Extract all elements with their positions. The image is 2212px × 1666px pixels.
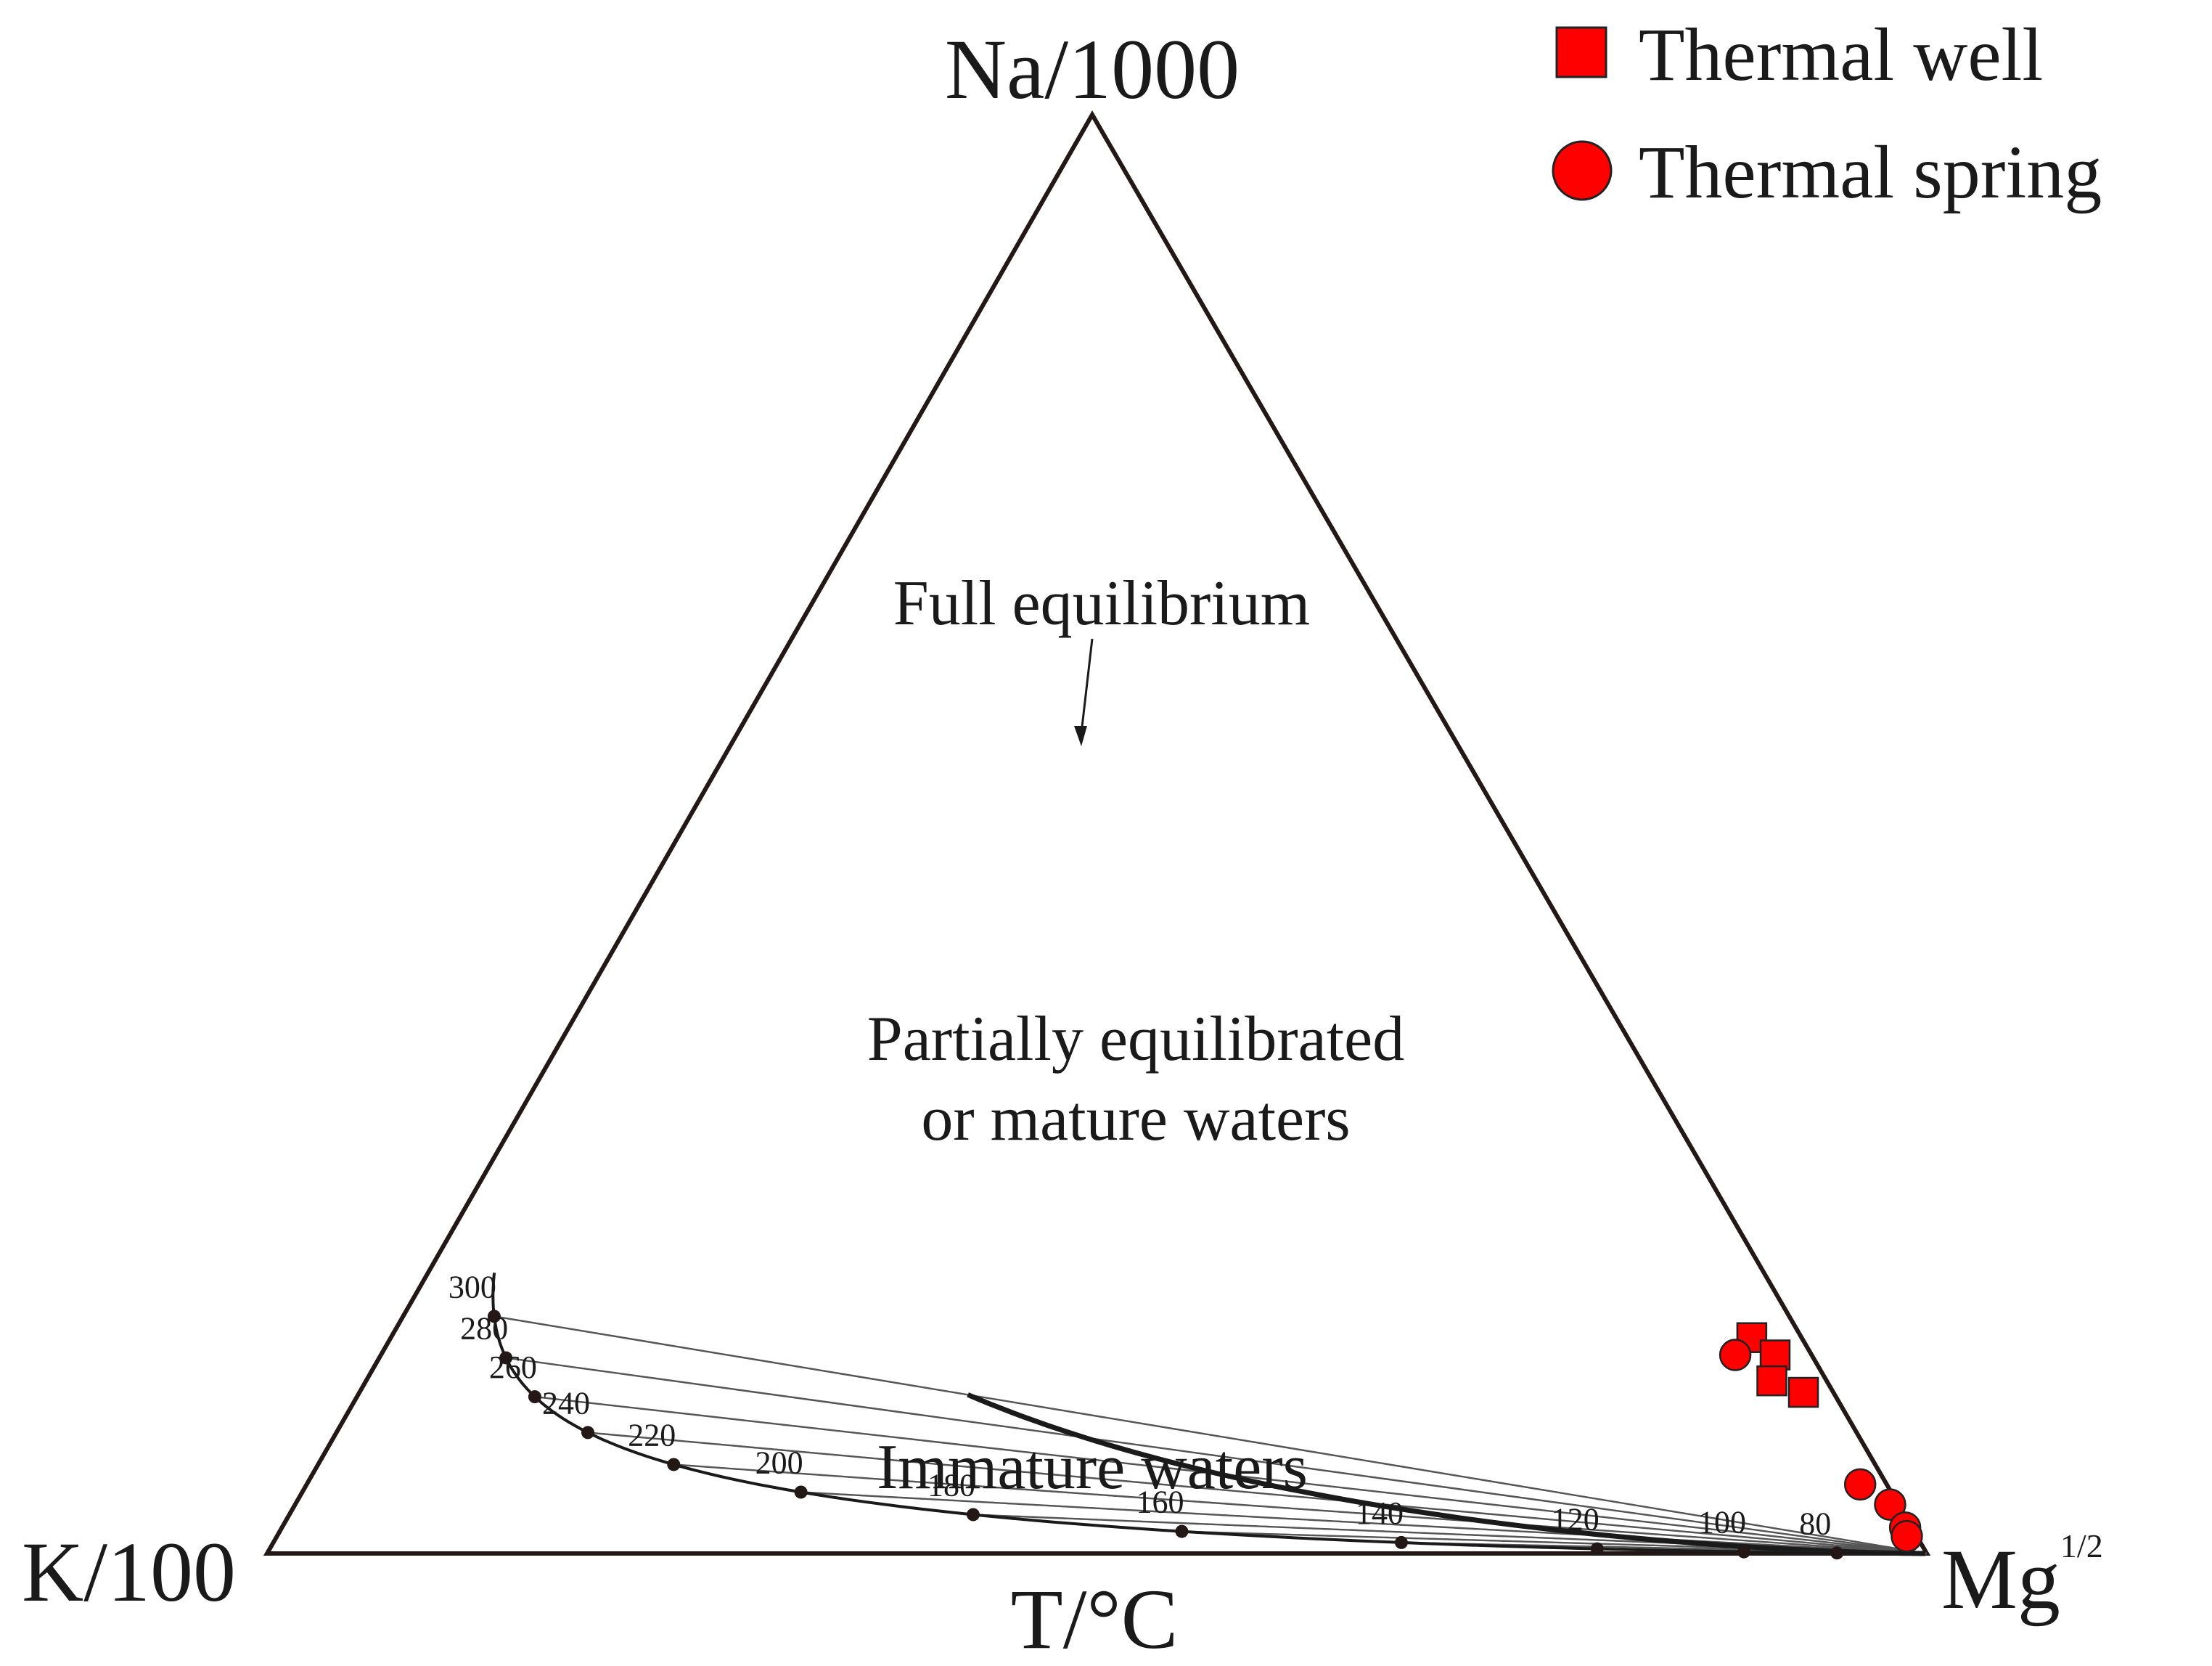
temperature-label: 200 [755, 1445, 803, 1480]
thermal-spring-point [1891, 1519, 1923, 1553]
thermal-spring-point [1874, 1488, 1906, 1521]
isotherm-solid-line [673, 1463, 1928, 1555]
legend-marker-thermal-well [1555, 26, 1607, 78]
region-label-partially-equilibrated: Partially equilibrated [867, 1004, 1404, 1074]
temperature-label: 300 [448, 1269, 496, 1304]
legend-label-thermal-well: Thermal well [1639, 13, 2043, 97]
full-equilibrium-arrowhead [1074, 726, 1087, 746]
temperature-point [1737, 1545, 1750, 1559]
temperature-point [528, 1390, 541, 1404]
vertex-label-mg-superscript: 1/2 [2060, 1527, 2103, 1564]
temperature-label: 120 [1552, 1502, 1599, 1538]
temperature-label: 280 [460, 1310, 508, 1346]
temperature-label: 240 [542, 1385, 590, 1421]
vertex-label-k: K/100 [22, 1524, 236, 1620]
thermal-spring-point [1843, 1468, 1877, 1501]
vertex-label-na: Na/1000 [945, 22, 1240, 117]
temperature-point [794, 1485, 808, 1499]
immature-boundary-curve [967, 1392, 1925, 1556]
temperature-point [1175, 1524, 1189, 1538]
ternary-frame [263, 110, 1931, 1556]
temperature-point [581, 1426, 595, 1440]
data-points [1719, 1322, 1923, 1553]
thermal-well-point [1756, 1365, 1787, 1397]
temperature-point [966, 1508, 980, 1522]
region-label-immature-waters: Immature waters [877, 1432, 1308, 1503]
temperature-point [667, 1458, 681, 1471]
temperature-label: 140 [1356, 1495, 1404, 1531]
temperature-point [1830, 1546, 1844, 1560]
vertex-label-mg: Mg1/2 [1941, 1527, 2103, 1627]
full-equilibrium-arrow [1080, 638, 1094, 734]
temperature-label: 80 [1799, 1506, 1831, 1541]
temperature-point [1590, 1542, 1604, 1556]
region-label-mature-waters: or mature waters [921, 1084, 1350, 1154]
temperature-label: 220 [628, 1417, 676, 1453]
isotherm-solid-line [493, 1315, 1928, 1555]
thermal-well-point [1787, 1376, 1819, 1408]
thermal-well-point [1759, 1339, 1791, 1371]
temperature-label: 100 [1698, 1505, 1746, 1540]
temperature-label: 180 [927, 1467, 975, 1503]
legend: Thermal well Thermal spring [1552, 13, 2102, 214]
vertex-label-mg-base: Mg [1941, 1532, 2060, 1627]
isotherm-solid-line [800, 1491, 1928, 1555]
temperature-label: 160 [1136, 1485, 1184, 1520]
ternary-triangle [263, 110, 1931, 1556]
region-label-full-equilibrium: Full equilibrium [893, 568, 1310, 639]
temperature-label: 260 [489, 1349, 537, 1385]
legend-marker-thermal-spring [1552, 140, 1613, 201]
legend-label-thermal-spring: Thermal spring [1639, 131, 2102, 214]
temperature-point [487, 1310, 501, 1323]
isotherm-solid-line [587, 1432, 1928, 1555]
temperature-point [499, 1351, 513, 1365]
temperature-point [1394, 1535, 1408, 1549]
thermal-spring-point [1719, 1339, 1752, 1371]
x-axis-title: T/°C [1011, 1572, 1179, 1666]
isotherm-solid-line [505, 1357, 1928, 1555]
